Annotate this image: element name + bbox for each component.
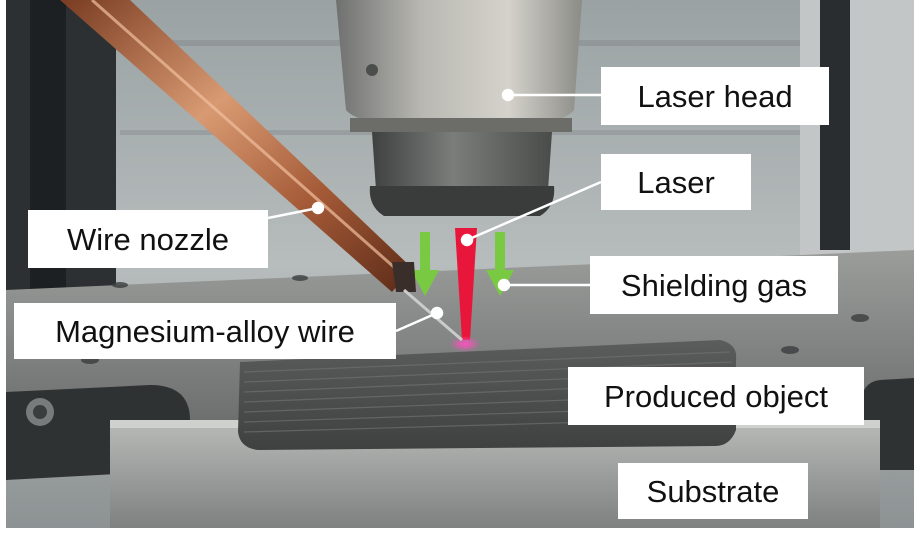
shielding-gas-label: Shielding gas — [590, 256, 838, 314]
magnesium-alloy-wire-label: Magnesium-alloy wire — [14, 303, 396, 359]
produced-object-label: Produced object — [568, 367, 864, 425]
laser-head-label: Laser head — [601, 67, 829, 125]
wire-nozzle-label: Wire nozzle — [28, 210, 268, 268]
laser-label: Laser — [601, 154, 751, 210]
substrate-label: Substrate — [618, 463, 808, 519]
